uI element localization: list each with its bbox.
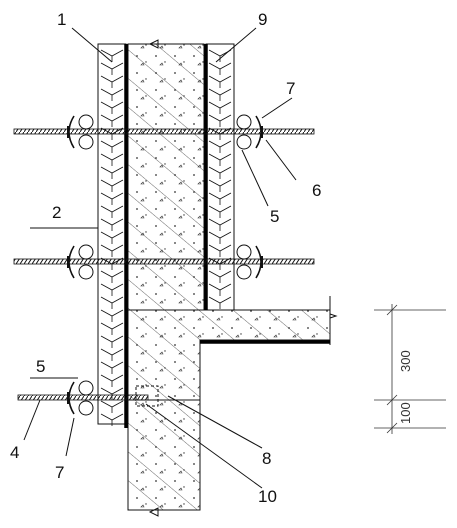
clamp-assemblies <box>67 114 263 416</box>
embedded-anchor <box>135 385 159 407</box>
tie-rod-lower <box>17 394 149 401</box>
callout-10: 10 <box>258 487 277 506</box>
clamp-middle-left <box>67 244 94 280</box>
tie-rods <box>13 128 315 401</box>
floor-slab <box>127 296 338 401</box>
lower-wall-concrete <box>127 399 201 511</box>
dimension-300: 300 <box>398 350 413 372</box>
callout-7-upper: 7 <box>286 79 295 98</box>
callout-7-lower: 7 <box>55 463 64 482</box>
callout-1: 1 <box>57 10 66 29</box>
clamp-middle-right <box>236 244 263 280</box>
callout-9: 9 <box>258 10 267 29</box>
callout-5-lower: 5 <box>36 357 45 376</box>
tie-rod-middle <box>13 258 315 265</box>
callout-2: 2 <box>52 203 61 222</box>
clamp-upper-right <box>236 114 263 150</box>
leader-lines <box>23 27 297 489</box>
callout-5-upper: 5 <box>270 207 279 226</box>
upper-wall-concrete <box>127 43 205 311</box>
clamp-lower-left <box>67 380 94 416</box>
tie-rod-upper <box>13 128 315 135</box>
break-line-markers <box>148 39 159 517</box>
dimension-chain <box>374 304 446 434</box>
callout-8: 8 <box>262 449 271 468</box>
outer-formwork-panel <box>97 43 127 426</box>
inner-formwork-panel <box>205 43 235 311</box>
dimension-100: 100 <box>398 402 413 424</box>
callout-6: 6 <box>312 181 321 200</box>
clamp-upper-left <box>67 114 94 150</box>
callout-4: 4 <box>10 443 19 462</box>
